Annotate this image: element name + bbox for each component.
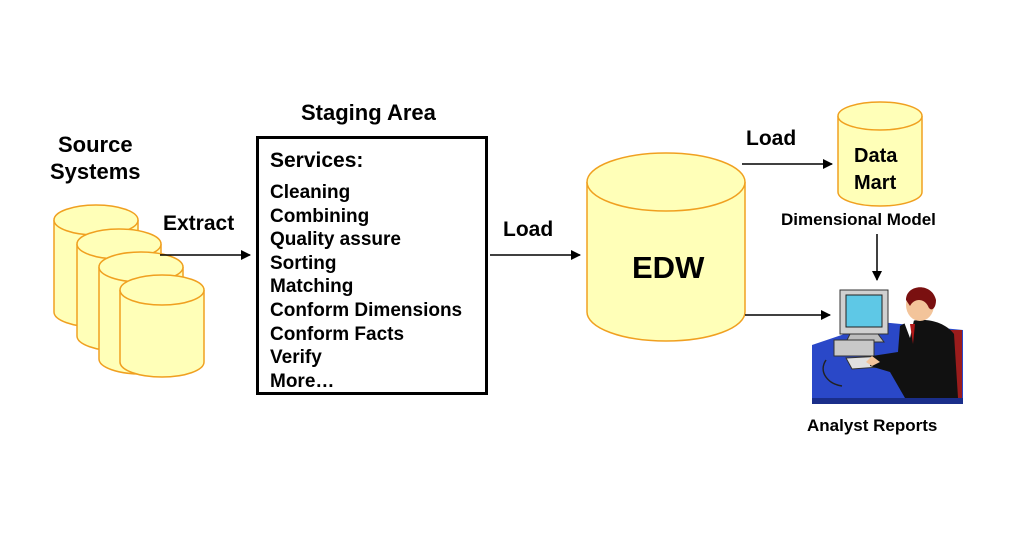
services-title: Services: (270, 149, 364, 172)
service-item: Combining (270, 205, 370, 227)
analyst-reports-label: Analyst Reports (807, 416, 938, 435)
service-item: Cleaning (270, 182, 351, 203)
analyst-computer-icon (812, 287, 963, 404)
edw-cylinder (586, 152, 746, 342)
source-cylinder-4 (119, 274, 205, 378)
service-item: Sorting (270, 252, 337, 274)
data-mart-label-line1: Data (854, 145, 898, 167)
load-edw-label: Load (503, 218, 554, 241)
data-mart-label-line2: Mart (854, 172, 897, 194)
dimensional-model-label: Dimensional Model (781, 210, 936, 229)
staging-area-title: Staging Area (301, 100, 436, 125)
service-item: Verify (270, 347, 322, 369)
staging-area-box: Services: Cleaning Combining Quality ass… (256, 136, 488, 395)
service-item: Conform Facts (270, 323, 405, 345)
load-mart-label: Load (746, 127, 797, 150)
services-list: Cleaning Combining Quality assure Sortin… (270, 181, 462, 393)
service-item: Quality assure (270, 229, 401, 251)
service-item: More… (270, 370, 335, 392)
source-systems-title-line2: Systems (50, 159, 141, 184)
extract-label: Extract (163, 212, 235, 235)
service-item: Matching (270, 276, 354, 298)
data-mart-cylinder (837, 101, 923, 207)
service-item: Conform Dimensions (270, 299, 463, 321)
source-systems-title-line1: Source (58, 132, 133, 157)
edw-label: EDW (632, 250, 705, 285)
